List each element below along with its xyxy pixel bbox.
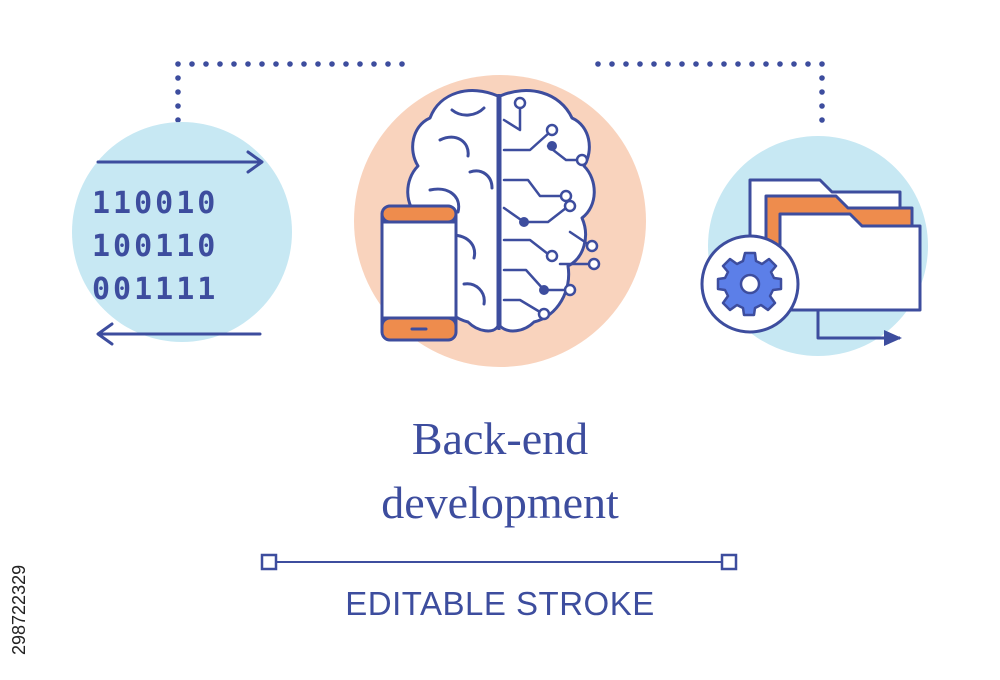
binary-row-1: 110010 [92,186,218,221]
subtitle: EDITABLE STROKE [345,585,655,622]
folders-gear-icon [700,136,928,356]
binary-data-icon: 110010 100110 001111 [72,122,292,346]
binary-bg-circle [72,122,292,342]
stock-id-text: 298722329 [10,565,29,655]
gear-icon [700,234,800,334]
binary-row-3: 001111 [92,272,218,307]
binary-row-2: 100110 [92,229,218,264]
dotted-connector-right [595,61,825,123]
smartphone-icon [380,204,458,342]
dotted-connector-left [175,61,405,123]
editable-stroke-rule [260,553,738,571]
title-line-2: development [381,477,619,528]
title-line-1: Back-end [411,413,589,464]
brain-circuit-icon [354,75,646,367]
stock-id-watermark: 298722329 [10,565,29,655]
